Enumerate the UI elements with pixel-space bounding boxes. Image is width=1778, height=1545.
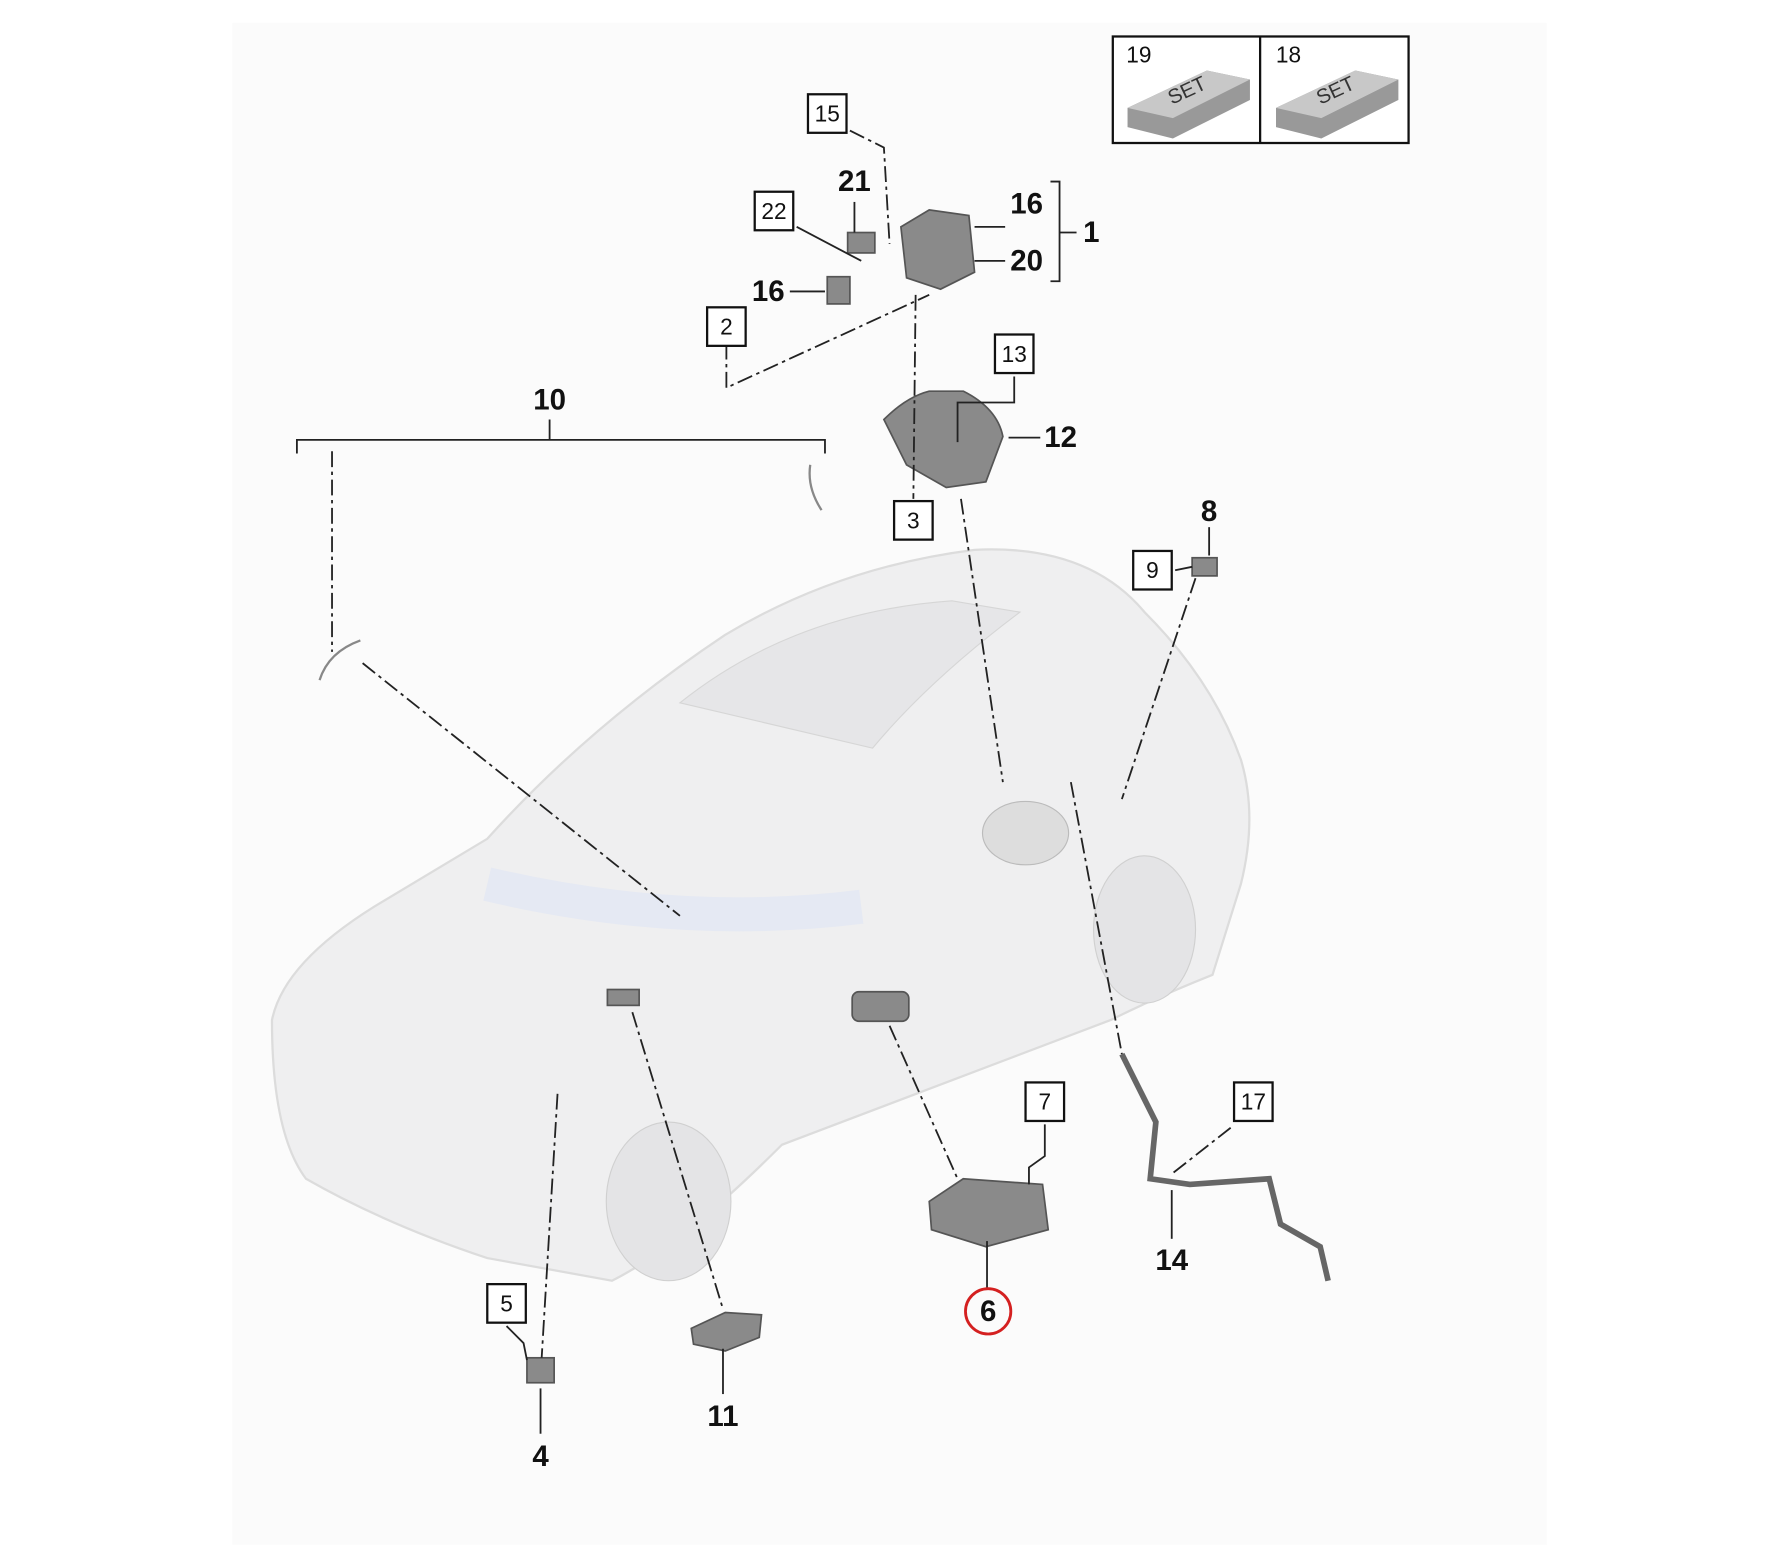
sensor-9-part xyxy=(1191,556,1218,577)
callout-label: 5 xyxy=(500,1290,513,1316)
cable-14-part xyxy=(1119,1052,1331,1282)
leader-lines xyxy=(295,129,1232,1434)
callout-3[interactable]: 3 xyxy=(892,499,934,541)
control-unit-part xyxy=(826,208,976,305)
callout-4[interactable]: 4 xyxy=(532,1440,549,1473)
callout-5[interactable]: 5 xyxy=(486,1283,527,1324)
callout-11[interactable]: 11 xyxy=(707,1400,738,1433)
callout-17[interactable]: 17 xyxy=(1232,1081,1274,1123)
sensor-4-part xyxy=(526,1356,555,1384)
callout-9[interactable]: 9 xyxy=(1132,549,1173,591)
callout-10[interactable]: 10 xyxy=(533,384,566,417)
set-box-group: 19 18 SET SET xyxy=(1111,35,1410,145)
callout-label: 7 xyxy=(1039,1089,1052,1115)
callout-7[interactable]: 7 xyxy=(1024,1081,1066,1123)
callout-6-highlighted[interactable]: 6 xyxy=(964,1287,1013,1336)
module-11-part xyxy=(690,1311,763,1352)
callout-label: 3 xyxy=(907,507,920,533)
callout-15[interactable]: 15 xyxy=(806,93,848,134)
module-car-part xyxy=(851,990,910,1023)
highlight-ring xyxy=(964,1287,1013,1336)
set-number-19: 19 xyxy=(1126,42,1151,68)
callout-label: 22 xyxy=(761,198,786,224)
callout-20[interactable]: 20 xyxy=(1010,244,1043,277)
callout-21[interactable]: 21 xyxy=(838,165,871,198)
callout-label: 13 xyxy=(1002,341,1027,367)
callout-13[interactable]: 13 xyxy=(993,333,1035,375)
set-number-18: 18 xyxy=(1276,42,1301,68)
module-6-part xyxy=(928,1177,1050,1248)
callout-16[interactable]: 16 xyxy=(1010,188,1043,221)
callout-8[interactable]: 8 xyxy=(1201,495,1217,528)
callout-label: 17 xyxy=(1241,1089,1266,1115)
cable-10-part xyxy=(318,464,823,681)
module-hood-part xyxy=(606,988,640,1007)
callout-14[interactable]: 14 xyxy=(1155,1244,1188,1277)
callout-22[interactable]: 22 xyxy=(753,190,795,232)
callout-label: 2 xyxy=(720,314,733,340)
callout-label: 6 xyxy=(980,1295,996,1328)
callout-12[interactable]: 12 xyxy=(1044,421,1077,454)
spare-wheel-part xyxy=(981,800,1070,866)
callout-2[interactable]: 2 xyxy=(705,306,747,347)
callout-16[interactable]: 16 xyxy=(752,275,785,308)
callout-label: 9 xyxy=(1146,557,1159,583)
callout-label: 15 xyxy=(815,101,840,127)
callout-1[interactable]: 1 xyxy=(1083,216,1099,249)
